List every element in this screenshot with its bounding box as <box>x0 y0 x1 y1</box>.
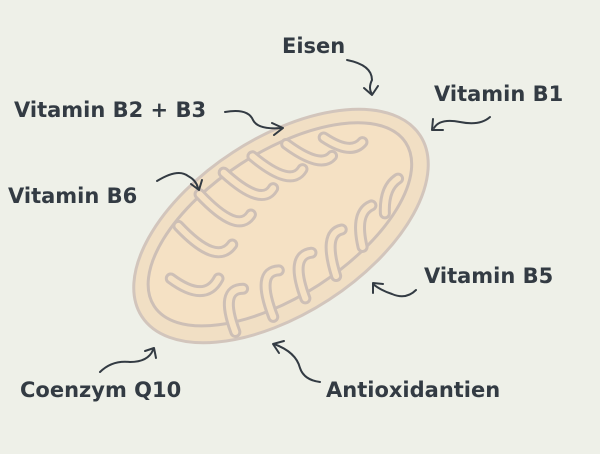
arrow-vitamin-b6 <box>156 171 203 191</box>
label-vitamin-b5: Vitamin B5 <box>424 264 554 288</box>
label-vitamin-b6: Vitamin B6 <box>8 184 138 208</box>
arrow-vitamin-b1 <box>431 116 491 131</box>
arrow-eisen <box>346 59 379 96</box>
arrow-vitamin-b5 <box>372 282 417 298</box>
label-vitamin-b2-b3: Vitamin B2 + B3 <box>14 98 207 122</box>
label-vitamin-b1: Vitamin B1 <box>434 82 564 106</box>
arrow-coenzym-q10 <box>99 347 157 373</box>
arrow-antioxidantien <box>272 340 321 383</box>
label-eisen: Eisen <box>282 34 346 58</box>
cristae-fill <box>167 134 402 335</box>
arrow-vitamin-b2-b3 <box>224 110 284 136</box>
label-coenzym-q10: Coenzym Q10 <box>20 378 182 402</box>
label-antioxidantien: Antioxidantien <box>326 378 501 402</box>
